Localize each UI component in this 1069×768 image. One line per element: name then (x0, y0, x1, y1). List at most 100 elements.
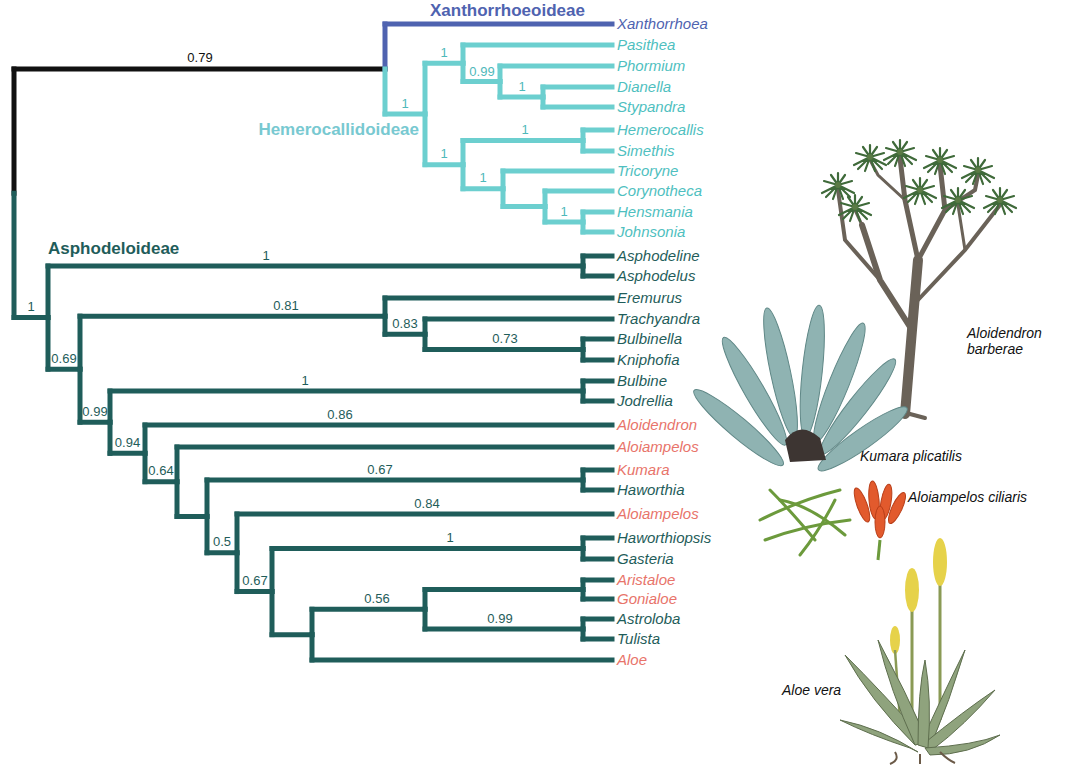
taxon-name: Stypandra (617, 98, 685, 115)
tree-branch (270, 592, 275, 635)
taxon-name: Eremurus (617, 289, 682, 306)
tree-branch (78, 316, 83, 369)
support-value: 1 (262, 249, 269, 264)
support-value: 1 (560, 205, 567, 220)
tree-branch (14, 66, 385, 71)
taxon-name: Aloidendron (617, 416, 697, 433)
tree-branch (583, 617, 612, 622)
taxon-name: Tulista (617, 630, 660, 647)
taxon-name: Bulbinella (617, 330, 682, 347)
tree-branch (583, 128, 612, 133)
clade-name: Xanthorrhoeoideae (430, 1, 585, 21)
taxon-name: Kumara (617, 461, 670, 478)
tree-branch (205, 480, 210, 516)
tree-branch (583, 468, 612, 473)
taxon-name: Haworthiopsis (617, 529, 711, 546)
tree-branch (205, 516, 210, 552)
tree-branch (463, 186, 503, 191)
tree-branch (383, 69, 388, 114)
taxon-name: Trachyandra (617, 310, 700, 327)
tree-branch (461, 165, 466, 189)
tree-branch (463, 138, 583, 143)
tree-branch (423, 114, 428, 165)
taxon-name: Hensmania (617, 203, 693, 220)
tree-branch (14, 315, 48, 320)
tree-branch (461, 141, 466, 165)
tree-branch (385, 111, 425, 116)
support-value: 1 (440, 147, 447, 162)
taxon-name: Johnsonia (617, 223, 685, 240)
support-value: 0.83 (392, 317, 417, 332)
taxon-name: Pasithea (617, 36, 675, 53)
taxon-name: Simethis (617, 142, 675, 159)
image-caption: Aloe vera (782, 682, 841, 698)
tree-branch (310, 609, 315, 634)
support-value: 1 (27, 300, 34, 315)
taxon-name: Astroloba (617, 610, 680, 627)
tree-branch (500, 64, 612, 69)
tree-branch (108, 422, 113, 453)
support-value: 1 (479, 171, 486, 186)
tree-branch (310, 635, 315, 660)
taxon-name: Haworthia (617, 481, 685, 498)
tree-branch (46, 266, 51, 318)
support-value: 0.99 (469, 65, 494, 80)
tree-branch (143, 453, 148, 481)
support-value: 0.56 (364, 592, 389, 607)
support-value: 0.73 (492, 332, 517, 347)
aloidendron-crowns (822, 140, 1016, 221)
tree-branch (383, 316, 388, 334)
tree-branch (423, 590, 428, 610)
tree-branch (463, 43, 612, 48)
tree-branch (583, 399, 612, 404)
tree-branch (110, 451, 145, 456)
tree-branch (272, 546, 583, 551)
tree-branch (272, 632, 312, 637)
image-caption: Aloiampelos ciliaris (908, 489, 1027, 505)
support-value: 0.99 (487, 612, 512, 627)
tree-branch (583, 230, 612, 235)
clade-name: Asphodeloideae (48, 239, 179, 259)
taxon-name: Kniphofia (617, 351, 680, 368)
aloe-roots (890, 752, 955, 764)
support-value: 1 (440, 46, 447, 61)
tree-branch (425, 317, 612, 322)
clade-name: Hemerocallidoideae (258, 120, 419, 140)
tree-branch (80, 314, 385, 319)
support-value: 0.99 (82, 405, 107, 420)
support-value: 0.84 (414, 497, 439, 512)
tree-branch (583, 358, 612, 363)
tree-branch (12, 69, 17, 193)
tree-branch (235, 514, 240, 553)
tree-branch (237, 589, 272, 594)
tree-branch (46, 318, 51, 370)
tree-branch (110, 389, 583, 394)
support-value: 0.79 (187, 51, 212, 66)
tree-branch (207, 550, 237, 555)
tree-branch (503, 169, 612, 174)
tree-branch (425, 162, 463, 167)
tree-branch (583, 536, 612, 541)
taxon-name: Gasteria (617, 550, 674, 567)
taxon-name: Jodrellia (617, 392, 673, 409)
tree-branch (461, 63, 466, 81)
aloidendron-tree (838, 158, 1000, 418)
tree-branch (385, 22, 612, 27)
taxon-name: Aloe (617, 651, 647, 668)
tree-branch (237, 512, 612, 517)
tree-branch (425, 587, 583, 592)
tree-branch (385, 296, 612, 301)
taxon-name: Gonialoe (617, 590, 677, 607)
support-value: 0.67 (242, 574, 267, 589)
tree-branch (145, 423, 612, 428)
tree-branch (500, 95, 543, 100)
taxon-name: Aristaloe (617, 571, 675, 588)
tree-branch (145, 479, 177, 484)
taxon-name: Asphodeline (617, 247, 700, 264)
image-caption: Aloidendron barberae (967, 325, 1063, 357)
tree-branch (583, 210, 612, 215)
tree-branch (583, 254, 612, 259)
support-value: 0.86 (327, 408, 352, 423)
